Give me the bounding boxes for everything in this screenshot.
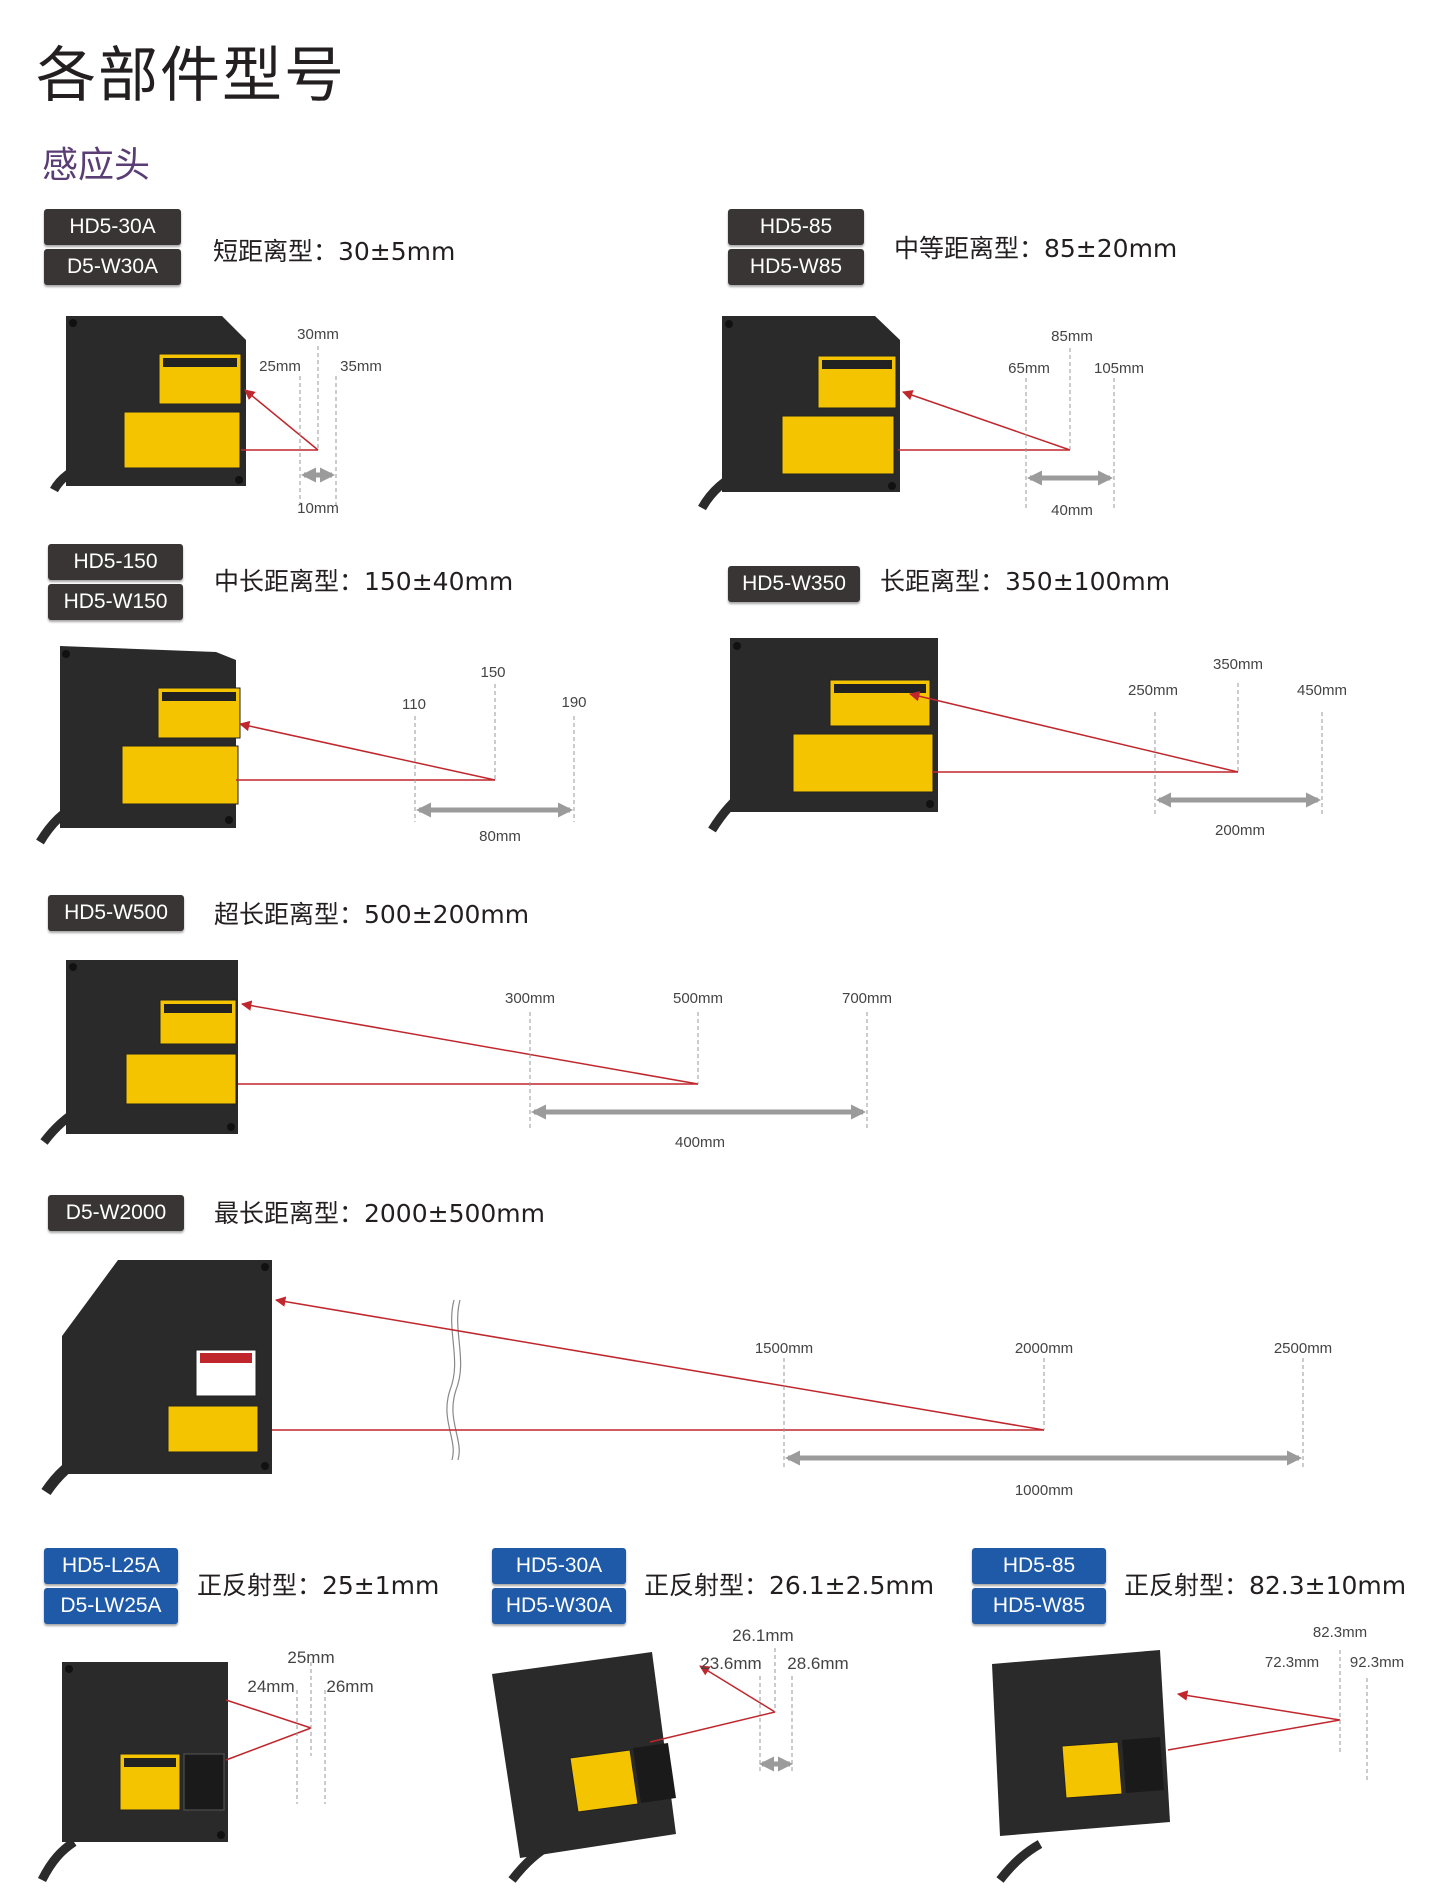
section-title: 感应头 [42,145,151,186]
model-tag: HD5-W85 [728,249,864,285]
sensor-head-image [698,316,900,511]
near-distance-label: 72.3mm [1264,1654,1320,1671]
model-tag: HD5-85 [728,209,864,245]
range-heading: 长距离型：350±100mm [880,567,1171,596]
span-label: 10mm [297,500,339,517]
near-distance-label: 25mm [259,358,301,375]
sensor-head-image [40,960,238,1145]
range-heading: 中等距离型：85±20mm [894,234,1178,263]
center-distance-label: 2000mm [1014,1340,1074,1357]
center-distance-label: 82.3mm [1312,1624,1368,1641]
model-tag: HD5-30A [44,209,181,245]
range-heading: 中长距离型：150±40mm [214,567,514,596]
center-distance-label: 350mm [1212,656,1264,673]
far-distance-label: 190 [561,694,587,711]
far-distance-label: 105mm [1093,360,1145,377]
far-distance-label: 26mm [326,1677,374,1696]
range-heading: 最长距离型：2000±500mm [214,1199,545,1228]
near-distance-label: 23.6mm [700,1654,762,1673]
far-distance-label: 35mm [340,358,382,375]
range-heading: 正反射型：25±1mm [197,1571,440,1600]
range-heading: 正反射型：82.3±10mm [1124,1571,1407,1600]
far-distance-label: 450mm [1296,682,1348,699]
sensor-head-image [708,638,938,833]
model-tag: D5-LW25A [44,1588,178,1624]
far-distance-label: 92.3mm [1349,1654,1405,1671]
near-distance-label: 65mm [1008,360,1050,377]
near-distance-label: 110 [402,696,426,713]
model-tag: HD5-85 [972,1548,1106,1584]
span-label: 40mm [1051,502,1093,519]
span-label: 1000mm [1014,1482,1074,1499]
sensor-head-image [50,316,246,493]
center-distance-label: 500mm [672,990,724,1007]
model-tag: HD5-150 [48,544,183,580]
range-heading: 超长距离型：500±200mm [214,900,530,929]
near-distance-label: 300mm [504,990,556,1007]
sensor-head-image [492,1652,676,1883]
center-distance-label: 30mm [297,326,339,343]
model-tag: HD5-W500 [48,895,184,931]
model-tag: HD5-W150 [48,584,183,620]
sensor-head-image [41,1260,272,1496]
sensor-head-image [36,646,241,845]
span-label: 200mm [1214,822,1266,839]
range-heading: 正反射型：26.1±2.5mm [644,1571,935,1600]
range-heading: 短距离型：30±5mm [213,237,456,266]
far-distance-label: 28.6mm [787,1654,849,1673]
span-label: 80mm [479,828,521,845]
page-title: 各部件型号 [36,41,346,111]
model-tag: HD5-W350 [728,566,860,602]
near-distance-label: 250mm [1127,682,1179,699]
model-tag: HD5-W85 [972,1588,1106,1624]
span-label: 400mm [674,1134,726,1151]
far-distance-label: 2500mm [1273,1340,1333,1357]
sensor-head-image [992,1650,1170,1883]
far-distance-label: 700mm [841,990,893,1007]
near-distance-label: 1500mm [754,1340,814,1357]
sensor-head-image [37,1662,228,1883]
model-tag: HD5-30A [492,1548,626,1584]
model-tag: D5-W30A [44,249,181,285]
model-tag: HD5-L25A [44,1548,178,1584]
center-distance-label: 26.1mm [732,1626,794,1645]
center-distance-label: 150 [480,664,506,681]
model-tag: D5-W2000 [48,1195,184,1231]
model-tag: HD5-W30A [492,1588,626,1624]
center-distance-label: 25mm [287,1648,335,1667]
near-distance-label: 24mm [247,1677,295,1696]
center-distance-label: 85mm [1051,328,1093,345]
